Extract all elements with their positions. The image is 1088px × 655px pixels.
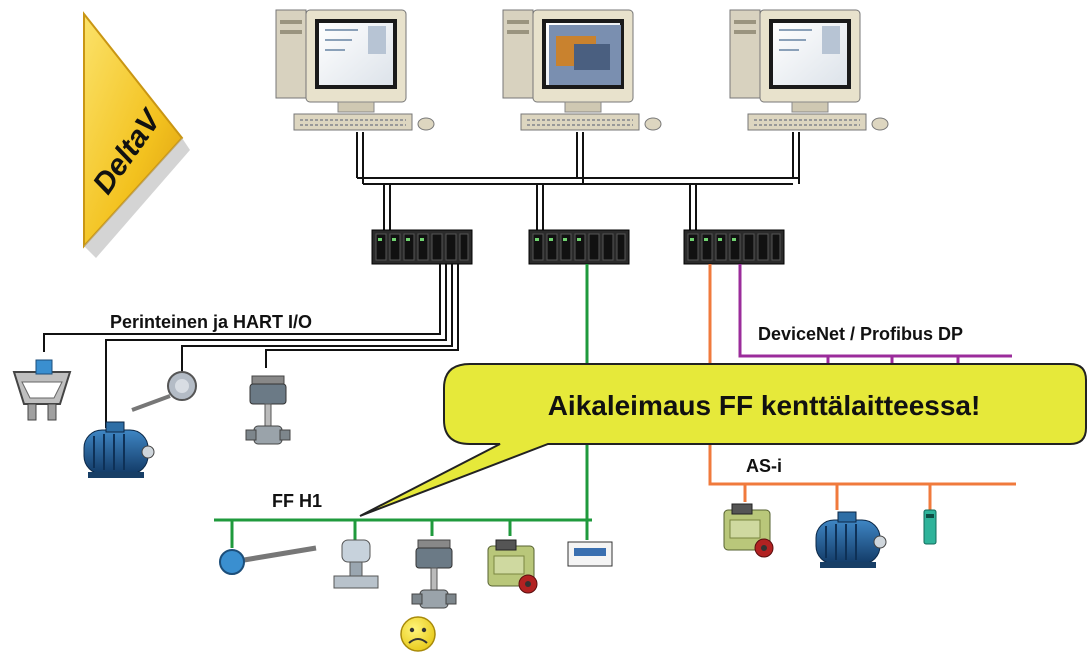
as-i-network (708, 264, 1016, 510)
motor-left-icon (83, 421, 155, 479)
label-as-i: AS-i (746, 456, 782, 476)
control-network (356, 132, 800, 232)
valve-traditional-icon (245, 375, 291, 445)
sad-face-icon (400, 616, 436, 652)
pressure-transmitter-icon (333, 539, 379, 589)
controller-rack-left-icon (371, 229, 473, 265)
label-traditional-io: Perinteinen ja HART I/O (110, 312, 312, 332)
label-ff-h1: FF H1 (272, 491, 322, 511)
center-screen-graphic (549, 25, 621, 85)
valve-ff-icon (411, 539, 457, 609)
deltav-logo: DeltaV (83, 11, 190, 258)
workstation-left-icon (275, 9, 435, 131)
traditional-io-wiring (43, 264, 459, 428)
positioner-as-i-icon (723, 503, 774, 558)
workstation-right-icon (729, 9, 889, 131)
motor-as-i-icon (815, 511, 887, 569)
controller-rack-right-icon (683, 229, 785, 265)
positioner-ff-icon (487, 539, 538, 594)
side-screen-details (325, 26, 840, 54)
ff-h1-segment (214, 264, 592, 548)
io-module-ff-icon (567, 541, 613, 567)
temperature-transmitter-ff-icon (219, 545, 317, 575)
callout-bubble: Aikaleimaus FF kenttälaitteessa! (359, 363, 1087, 517)
temperature-sensor-icon (131, 371, 197, 412)
label-devicenet-profibus: DeviceNet / Profibus DP (758, 324, 963, 344)
callout-text: Aikaleimaus FF kenttälaitteessa! (548, 390, 981, 421)
flowmeter-icon (12, 359, 72, 421)
controller-rack-center-icon (528, 229, 630, 265)
proximity-sensor-icon (923, 509, 937, 545)
profibus-network (738, 264, 1012, 374)
